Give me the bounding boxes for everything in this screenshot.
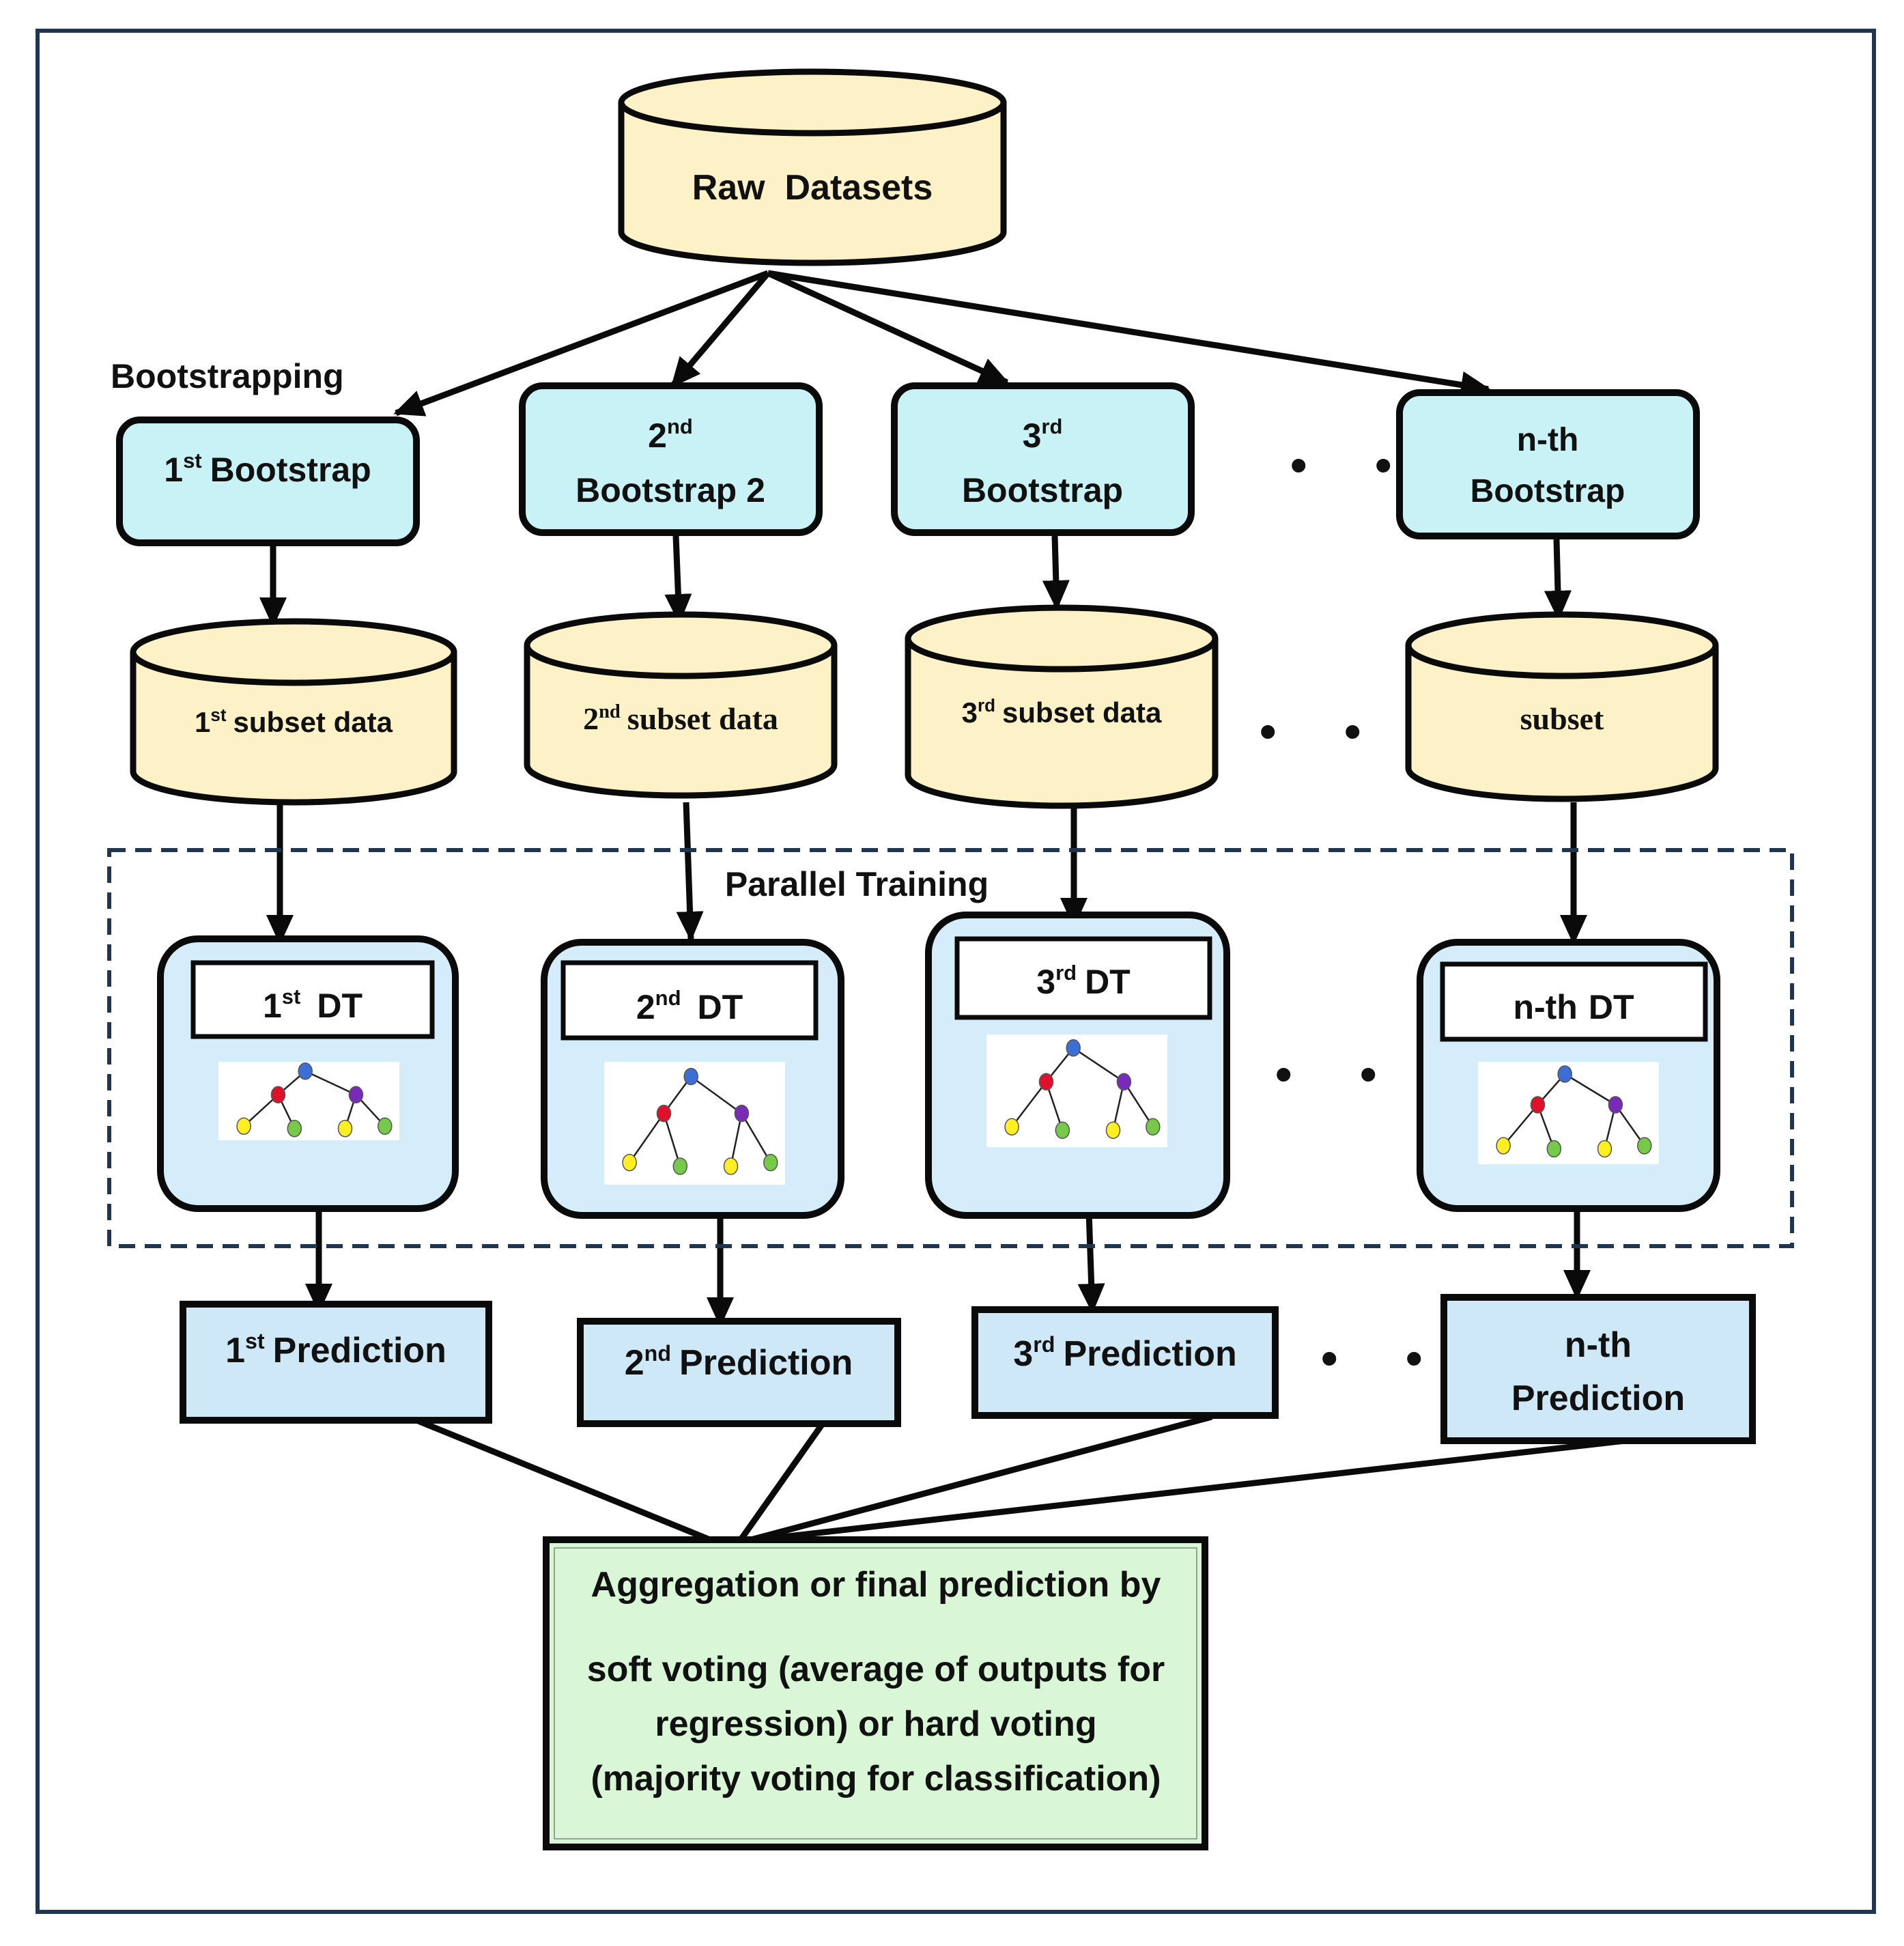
- parallel-training-label: Parallel Training: [725, 865, 989, 903]
- arrow-bootstrap-n-to-subset: [1544, 539, 1572, 621]
- tree-node-leaf: [236, 1117, 251, 1136]
- raw-datasets-label: Raw Datasets: [692, 168, 933, 208]
- arrow-subset-2-to-dt: [676, 802, 704, 942]
- tree-node-root: [1066, 1039, 1081, 1057]
- arrow-bootstrap-3-to-subset: [1042, 535, 1070, 610]
- tree-node-leaf: [1004, 1118, 1019, 1136]
- tree-node-right: [348, 1086, 364, 1104]
- bootstrap-3-text: Bootstrap: [962, 471, 1123, 509]
- tree-icons: [218, 1034, 1659, 1185]
- tree-node-leaf: [622, 1153, 637, 1172]
- bootstrap-box-n: [1396, 389, 1700, 539]
- tree-node-root: [298, 1062, 313, 1080]
- bootstrapping-label: Bootstrapping: [111, 357, 344, 395]
- prediction-box-1: [180, 1301, 492, 1424]
- bootstrap-box-3: [891, 382, 1195, 536]
- prediction-box-2: [577, 1318, 901, 1427]
- ellipsis-subset: • •: [1260, 705, 1388, 758]
- raw-datasets-cylinder: Raw Datasets: [618, 68, 1007, 266]
- tree-icon-4: [1478, 1062, 1659, 1164]
- tree-node-leaf: [1597, 1140, 1612, 1158]
- prediction-n-label: n-th: [1565, 1325, 1632, 1365]
- bootstrap-n-text: Bootstrap: [1470, 473, 1625, 509]
- arrow-raw-to-bootstrap-n: [767, 270, 1491, 399]
- bootstrap-2-text: Bootstrap 2: [576, 471, 765, 509]
- outer-frame: [35, 29, 1876, 1914]
- tree-node-right: [1608, 1096, 1623, 1114]
- tree-node-left: [1038, 1073, 1054, 1091]
- arrow-raw-to-bootstrap-2: [670, 271, 771, 389]
- tree-node-right: [734, 1104, 750, 1123]
- arrow-raw-to-bootstrap-1: [393, 270, 769, 417]
- tree-node-leaf: [1637, 1137, 1652, 1155]
- ellipsis-dt: • •: [1275, 1047, 1404, 1101]
- arrow-dt-3-to-prediction: [1077, 1211, 1105, 1314]
- tree-node-root: [683, 1067, 698, 1086]
- tree-icon-1: [218, 1062, 399, 1140]
- line-prediction-n-to-aggregation: [757, 1437, 1625, 1543]
- tree-icon-2: [604, 1062, 785, 1185]
- aggregation-line-2: soft voting (average of outputs for: [587, 1650, 1165, 1689]
- tree-node-root: [1557, 1065, 1572, 1083]
- tree-node-leaf: [287, 1120, 302, 1138]
- tree-node-leaf: [1055, 1121, 1070, 1139]
- bootstrap-n-label: n-th: [1517, 422, 1579, 458]
- ellipsis-prediction: • •: [1321, 1331, 1449, 1385]
- aggregation-line-1: Aggregation or final prediction by: [591, 1565, 1161, 1605]
- tree-node-leaf: [337, 1120, 353, 1138]
- tree-node-leaf: [1496, 1137, 1511, 1155]
- line-prediction-2-to-aggregation: [738, 1422, 825, 1542]
- prediction-box-3: [971, 1306, 1279, 1419]
- aggregation-line-3: regression) or hard voting: [655, 1704, 1096, 1744]
- tree-node-leaf: [378, 1117, 393, 1136]
- tree-icon-3: [986, 1034, 1167, 1147]
- bootstrap-box-2: [519, 382, 823, 536]
- bootstrap-2-label: 2nd: [648, 414, 693, 455]
- ellipsis-bootstrap: • •: [1290, 438, 1419, 492]
- aggregation-box: Aggregation or final prediction by soft …: [543, 1536, 1208, 1850]
- tree-node-leaf: [763, 1153, 778, 1172]
- connectors: [259, 270, 1625, 1543]
- tree-node-left: [656, 1104, 672, 1123]
- prediction-box-n: [1440, 1294, 1756, 1444]
- parallel-training-region: [107, 848, 1794, 1248]
- tree-node-left: [1530, 1096, 1546, 1114]
- bootstrap-box-1: [116, 417, 420, 546]
- aggregation-line-4: (majority voting for classification): [591, 1759, 1161, 1799]
- tree-node-leaf: [1105, 1121, 1121, 1139]
- arrow-bootstrap-2-to-subset: [664, 535, 692, 624]
- tree-node-leaf: [1146, 1118, 1161, 1136]
- tree-node-leaf: [672, 1157, 688, 1175]
- bootstrap-3-label: 3rd: [1023, 414, 1063, 455]
- tree-node-right: [1116, 1073, 1132, 1091]
- arrow-raw-to-bootstrap-3: [767, 270, 1010, 386]
- tree-node-leaf: [1546, 1140, 1562, 1158]
- prediction-n-text: Prediction: [1511, 1379, 1685, 1418]
- line-prediction-3-to-aggregation: [750, 1413, 1213, 1543]
- subset-n-label: subset: [1520, 701, 1604, 736]
- subset-cylinder-n: subset: [1405, 611, 1719, 802]
- tree-node-left: [270, 1086, 286, 1104]
- tree-node-leaf: [723, 1157, 739, 1175]
- line-prediction-1-to-aggregation: [415, 1417, 711, 1543]
